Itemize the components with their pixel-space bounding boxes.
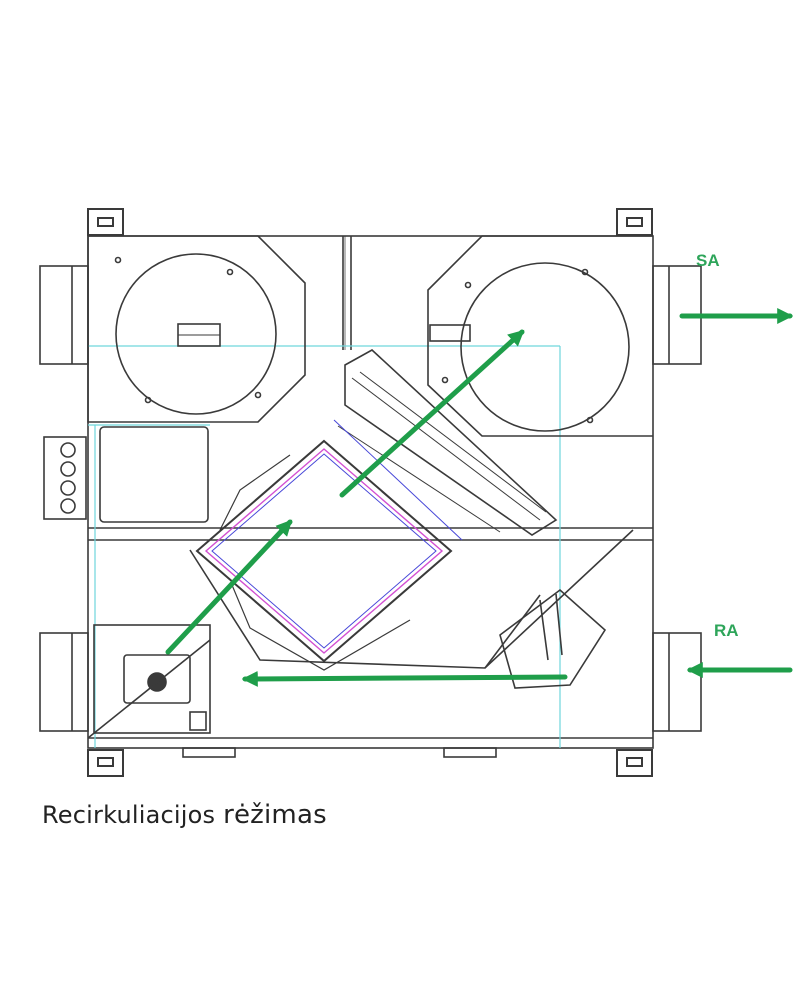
filter-cassette (333, 349, 558, 541)
airflow-arrows (165, 307, 794, 687)
left-fan-circle (115, 253, 277, 415)
heat-exchanger (195, 439, 453, 671)
ventilation-unit-diagram: SA RA (39, 208, 794, 777)
left-bottom-duct (39, 632, 89, 732)
lower-fan-to-exchanger-arrow (165, 519, 293, 655)
left-fan-assembly (87, 235, 306, 423)
right-bottom-duct (652, 632, 702, 732)
unit-housing (87, 235, 654, 758)
right-fan-circle (460, 262, 630, 432)
recirculation-return-arrow (241, 670, 568, 687)
mounting-brackets (87, 208, 653, 777)
exchanger-to-supply-fan-arrow (339, 329, 525, 498)
lower-channel (189, 529, 634, 689)
left-top-duct (39, 265, 89, 365)
duct-connections (39, 265, 702, 732)
caption-part-1: Recirkuliacijos (42, 801, 216, 829)
diagram-caption: Recirkuliacijos rėžimas (42, 800, 327, 830)
guide-lines (88, 345, 561, 748)
ra-label: RA (714, 621, 739, 640)
lower-left-fan (87, 624, 211, 739)
control-box (43, 426, 209, 523)
right-fan-assembly (427, 235, 653, 437)
caption-part-2: rėžimas (223, 800, 327, 830)
sa-label: SA (696, 251, 720, 270)
